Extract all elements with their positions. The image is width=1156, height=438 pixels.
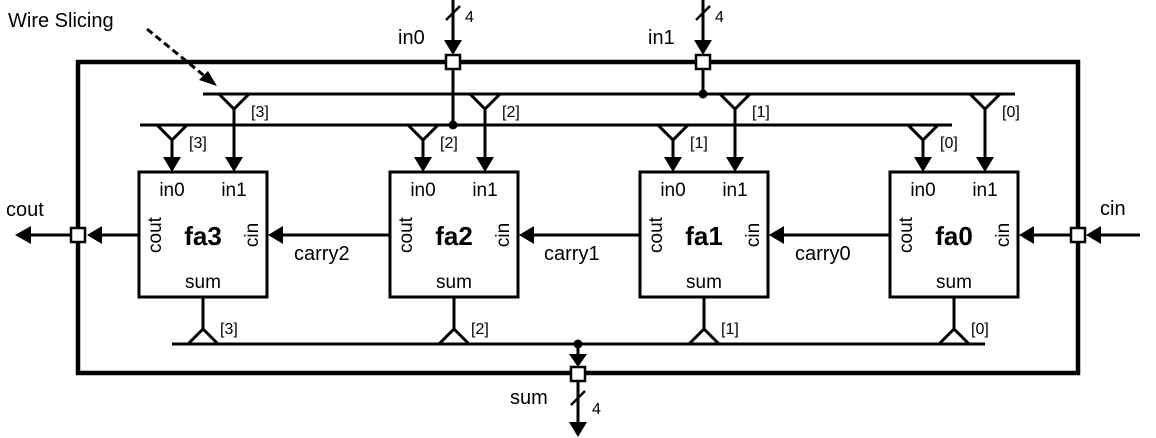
- arrow-down-icon: [476, 157, 494, 172]
- full-adder-fa3: in0 in1 sum fa3 [3] [3] [3] cout cin: [137, 92, 390, 346]
- port-sum-label: sum: [436, 272, 472, 293]
- sum-width-label: 4: [592, 401, 601, 418]
- slice-tap-icon: [937, 326, 971, 346]
- port-cout-label: cout: [396, 216, 417, 253]
- in1-slice-index: [2]: [502, 104, 520, 121]
- cin-port: [1069, 226, 1087, 244]
- sum-slice-index: [1]: [721, 321, 739, 338]
- sum-output: [569, 339, 587, 437]
- wire-slicing-arrow: [146, 27, 217, 86]
- port-cin-label: cin: [493, 223, 514, 247]
- port-cout-label: cout: [646, 216, 667, 253]
- carry0-label: carry0: [795, 243, 851, 265]
- slice-tap-icon: [718, 92, 752, 112]
- in1-slice-index: [3]: [251, 104, 269, 121]
- slice-tap-icon: [687, 326, 721, 346]
- sum-slice-index: [3]: [220, 321, 238, 338]
- in1-width-label: 4: [715, 9, 724, 26]
- in0-slice-index: [2]: [440, 135, 458, 152]
- arrow-down-icon: [163, 157, 181, 172]
- port-in0-label: in0: [660, 180, 685, 201]
- slice-tap-icon: [468, 92, 502, 112]
- port-cout-label: cout: [145, 216, 166, 253]
- slice-tap-icon: [217, 92, 251, 112]
- carry1-label: carry1: [544, 243, 600, 265]
- full-adder-fa0: in0 in1 sum fa0 [0] [0] [0] cout cin: [888, 92, 1020, 346]
- full-adder-box: [888, 170, 1020, 299]
- in1-slice-index: [1]: [752, 104, 770, 121]
- arrow-down-icon: [664, 157, 682, 172]
- in1-label: in1: [648, 27, 675, 49]
- carry2-label: carry2: [294, 243, 350, 265]
- in0-slice-index: [0]: [940, 135, 958, 152]
- slice-tap-icon: [906, 123, 940, 143]
- arrow-down-icon: [225, 157, 243, 172]
- wire-slicing-label: Wire Slicing: [8, 10, 114, 32]
- bus-width-slash-icon: [695, 5, 711, 21]
- bus-width-slash-icon: [570, 390, 586, 406]
- port-cin-label: cin: [743, 223, 764, 247]
- in1-input: [694, 0, 712, 99]
- arrow-down-icon: [914, 157, 932, 172]
- arrow-left-icon: [268, 226, 283, 244]
- arrow-down-icon: [726, 157, 744, 172]
- arrow-down-icon: [414, 157, 432, 172]
- full-adder-box: [638, 170, 770, 299]
- arrow-down-icon: [976, 157, 994, 172]
- cin-input: [1019, 226, 1140, 244]
- slice-tap-icon: [437, 326, 471, 346]
- port-cin-label: cin: [993, 223, 1014, 247]
- full-adder-fa1: in0 in1 sum fa1 [1] [1] [1] cout cin: [638, 92, 890, 346]
- port-in1-label: in1: [722, 180, 747, 201]
- port-cout-label: cout: [896, 216, 917, 253]
- slice-tap-icon: [656, 123, 690, 143]
- slice-tap-icon: [968, 92, 1002, 112]
- in0-label: in0: [398, 27, 425, 49]
- full-adder-name: fa2: [435, 221, 473, 251]
- sum-slice-index: [0]: [971, 321, 989, 338]
- full-adder-fa2: in0 in1 sum fa2 [2] [2] [2] cout cin: [388, 92, 640, 346]
- port-in1-label: in1: [972, 180, 997, 201]
- arrow-left-icon: [519, 226, 534, 244]
- port-in1-label: in1: [221, 180, 246, 201]
- port-sum-label: sum: [936, 272, 972, 293]
- full-adder-box: [137, 170, 269, 299]
- sum-slice-index: [2]: [471, 321, 489, 338]
- port-in0-label: in0: [159, 180, 184, 201]
- slice-tap-icon: [186, 326, 220, 346]
- cout-output: [15, 226, 139, 244]
- arrow-left-icon: [769, 226, 784, 244]
- cout-port: [69, 226, 87, 244]
- port-cin-label: cin: [242, 223, 263, 247]
- in1-port: [694, 53, 712, 71]
- in0-slice-index: [3]: [189, 135, 207, 152]
- port-in0-label: in0: [410, 180, 435, 201]
- in1-slice-index: [0]: [1002, 104, 1020, 121]
- slice-tap-icon: [406, 123, 440, 143]
- sum-output-label: sum: [510, 387, 548, 409]
- cin-label: cin: [1100, 198, 1126, 220]
- in0-input: [444, 0, 462, 130]
- port-sum-label: sum: [185, 272, 221, 293]
- port-in1-label: in1: [472, 180, 497, 201]
- port-in0-label: in0: [910, 180, 935, 201]
- in0-width-label: 4: [465, 9, 474, 26]
- full-adder-name: fa0: [935, 221, 973, 251]
- cout-label: cout: [6, 199, 44, 221]
- full-adder-name: fa1: [685, 221, 723, 251]
- in0-slice-index: [1]: [690, 135, 708, 152]
- port-sum-label: sum: [686, 272, 722, 293]
- slice-tap-icon: [155, 123, 189, 143]
- sum-port: [569, 365, 587, 383]
- full-adder-name: fa3: [184, 221, 222, 251]
- in0-port: [444, 53, 462, 71]
- bus-width-slash-icon: [445, 5, 461, 21]
